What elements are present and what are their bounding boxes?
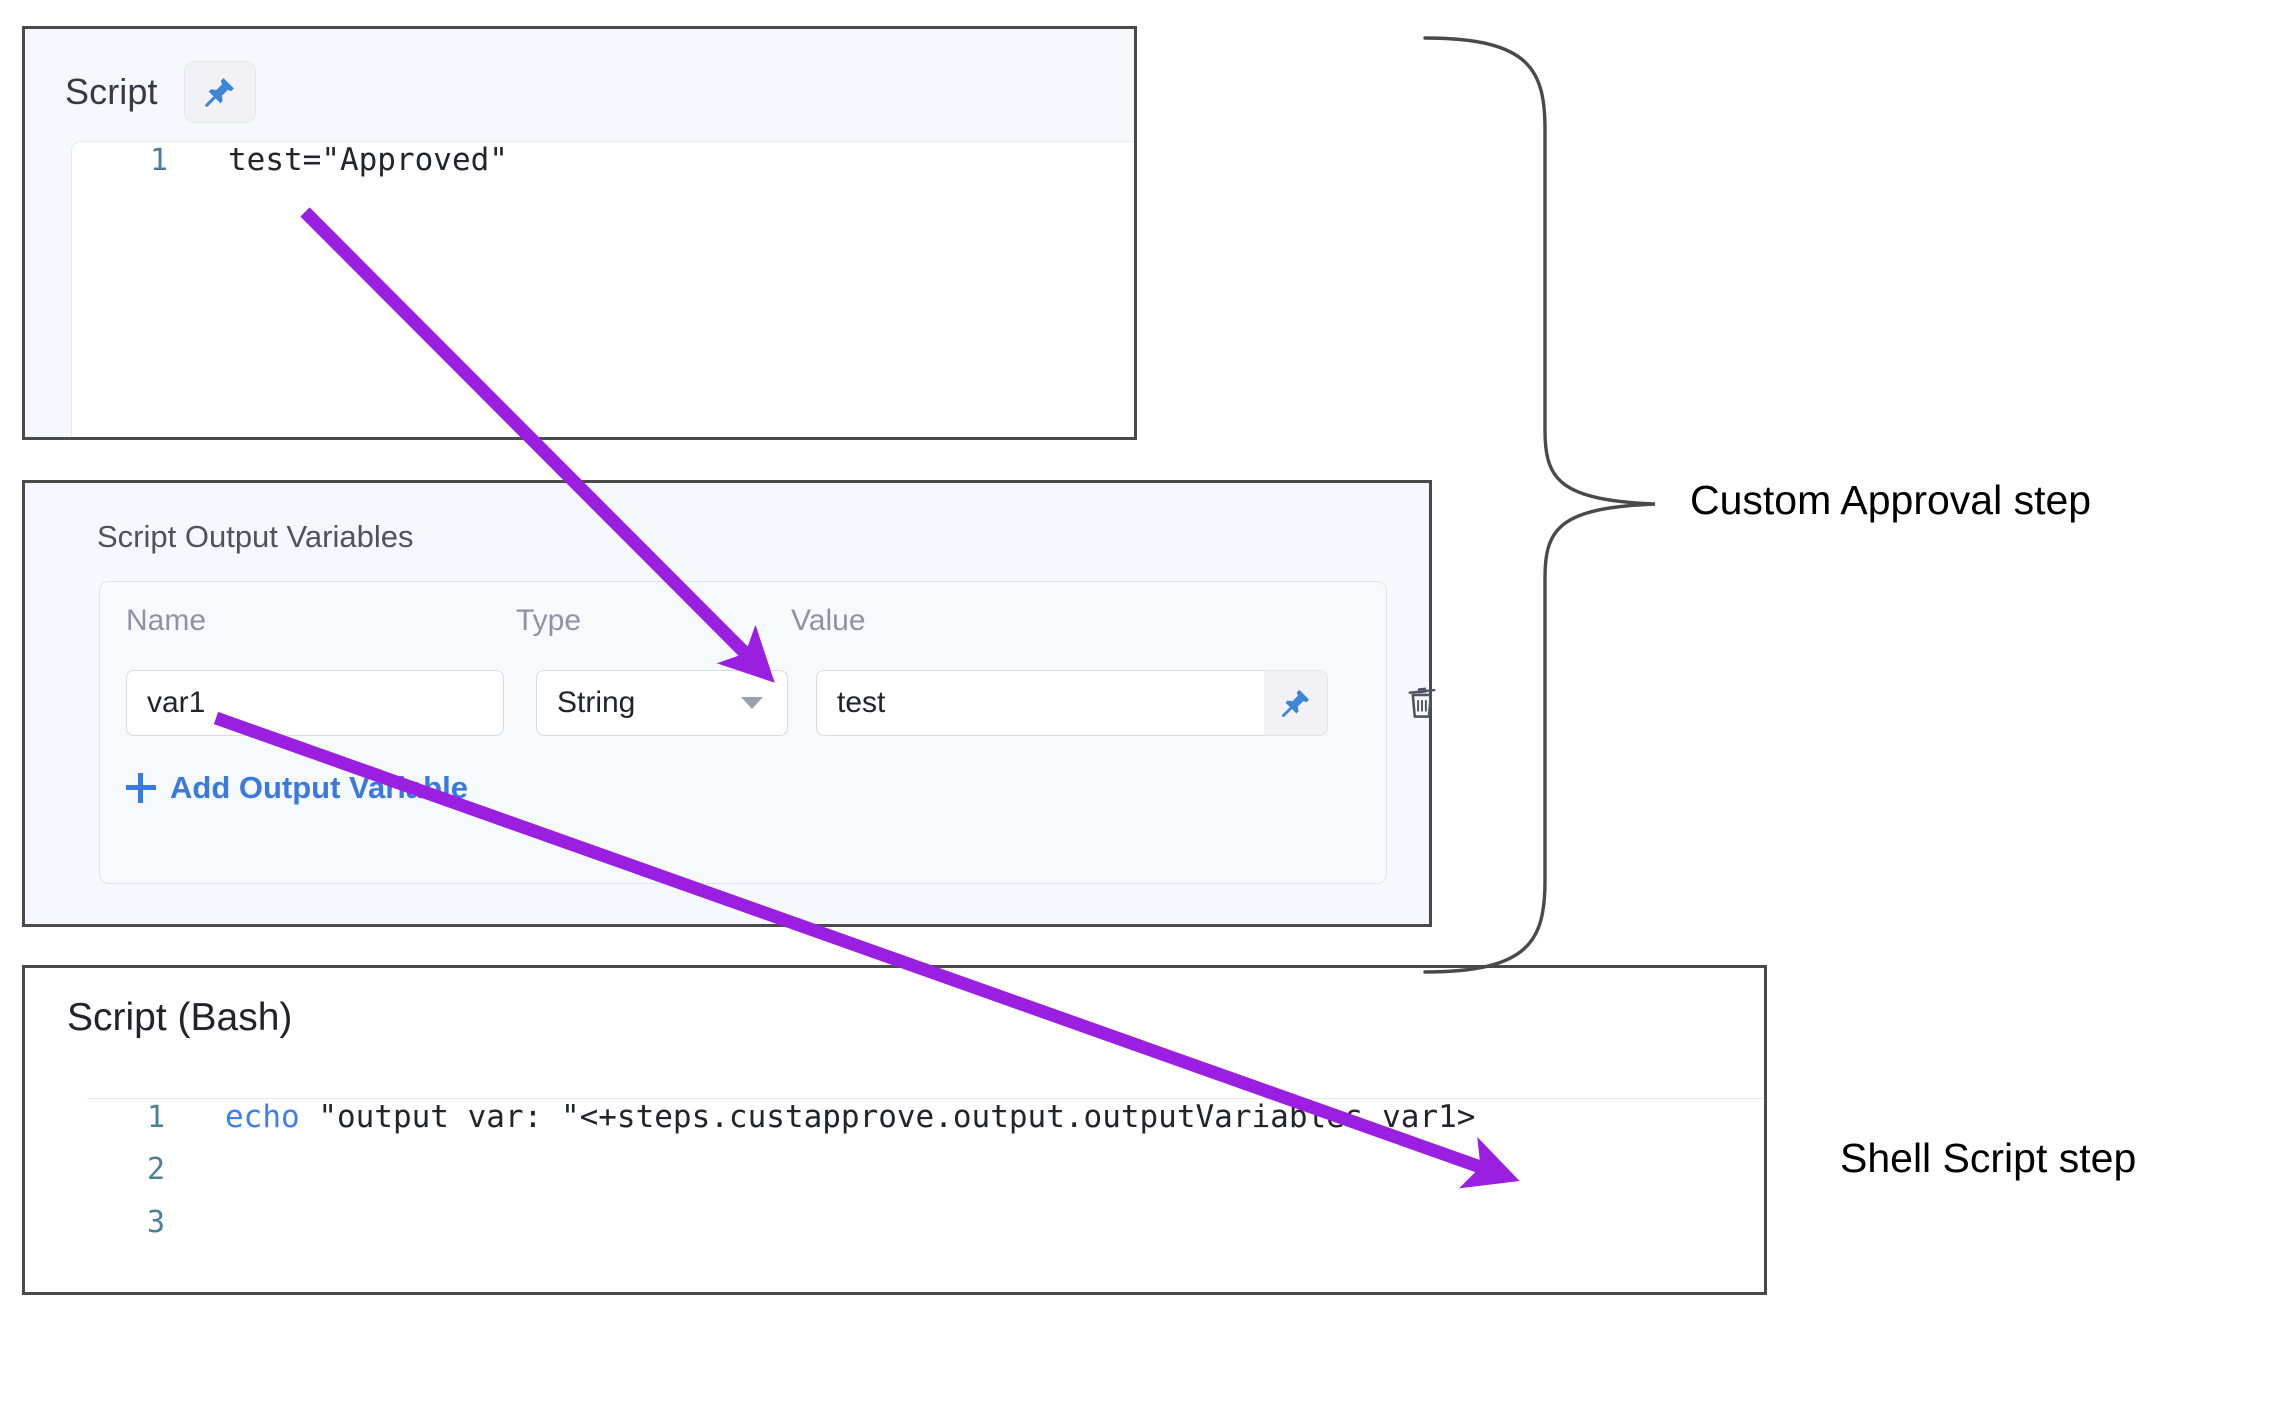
variable-type-select[interactable]: String: [536, 670, 788, 736]
code-line: 1 test="Approved": [72, 142, 1134, 196]
code-rest: "output var: "<+steps.custapprove.output…: [299, 1099, 1476, 1135]
table-row: var1 String test: [126, 670, 1436, 740]
custom-approval-brace: [1423, 36, 1656, 974]
custom-approval-step-label: Custom Approval step: [1690, 477, 2092, 523]
value-pin-wrapper: [1264, 670, 1328, 736]
output-variables-title: Script Output Variables: [97, 519, 414, 554]
line-number: 2: [146, 1152, 165, 1187]
variable-type-value: String: [557, 686, 636, 719]
value-pin-icon-button[interactable]: [1264, 670, 1328, 736]
script-code-editor[interactable]: 1 test="Approved": [71, 141, 1134, 437]
line-number: 1: [146, 1100, 165, 1135]
add-output-variable-button[interactable]: Add Output Variable: [126, 770, 468, 806]
code-text: test="Approved": [228, 142, 508, 178]
line-number: 1: [149, 143, 168, 178]
script-panel: Script 1 test="Approved": [22, 26, 1137, 440]
chevron-down-icon: [741, 697, 763, 709]
plus-icon: [126, 773, 156, 803]
bash-panel-title: Script (Bash): [67, 996, 293, 1039]
code-line: 1 echo "output var: "<+steps.custapprove…: [87, 1099, 1764, 1152]
bash-code-editor[interactable]: 1 echo "output var: "<+steps.custapprove…: [87, 1098, 1764, 1292]
code-line: 3: [87, 1205, 1764, 1258]
pin-icon-button[interactable]: [183, 61, 256, 123]
trash-icon: [1408, 687, 1436, 718]
code-text: echo "output var: "<+steps.custapprove.o…: [165, 1099, 1475, 1135]
shell-script-step-label: Shell Script step: [1840, 1135, 2137, 1181]
table-column-headers: Name Type Value: [126, 604, 1386, 648]
delete-variable-button[interactable]: [1391, 672, 1453, 734]
line-number: 3: [146, 1205, 165, 1240]
variable-name-input[interactable]: var1: [126, 670, 504, 736]
bash-script-panel: Script (Bash) 1 echo "output var: "<+ste…: [22, 965, 1767, 1295]
script-panel-title: Script: [65, 71, 158, 112]
pin-icon: [1281, 689, 1309, 717]
script-output-variables-panel: Script Output Variables Name Type Value …: [22, 480, 1436, 927]
variable-value-input[interactable]: test: [816, 670, 1264, 736]
column-header-value: Value: [791, 604, 866, 637]
column-header-type: Type: [516, 604, 582, 637]
pin-icon: [204, 78, 234, 107]
code-keyword: echo: [225, 1099, 300, 1135]
output-variables-table: Name Type Value var1 String test: [99, 581, 1436, 884]
add-output-variable-label: Add Output Variable: [170, 770, 468, 805]
script-panel-header: Script: [25, 29, 1134, 123]
column-header-name: Name: [126, 604, 207, 637]
code-line: 2: [87, 1152, 1764, 1205]
